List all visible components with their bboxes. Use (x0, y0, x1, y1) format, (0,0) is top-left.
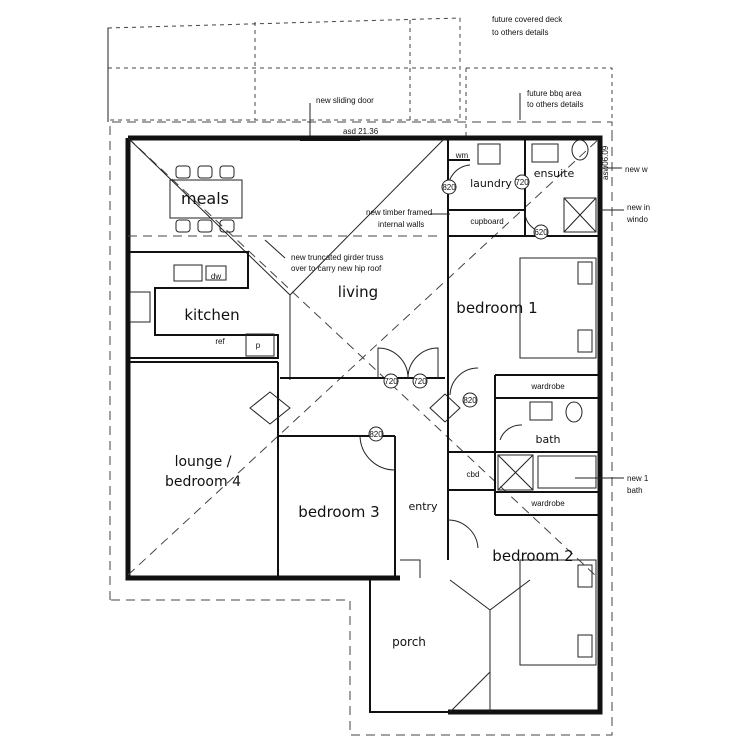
cooktop (129, 291, 151, 323)
room-label-bedroom-3: bedroom 3 (298, 503, 379, 521)
room-label-dw: dw (211, 272, 221, 281)
note-leaders (264, 93, 624, 479)
room-label-bedroom-2: bedroom 2 (492, 547, 573, 565)
room-label-lounge: lounge / (175, 454, 232, 470)
door-tag-laundry: 720 (515, 178, 529, 187)
door-tag-living-left: 720 (384, 377, 398, 386)
bbq-area-outline (465, 67, 613, 136)
note-asd-side: asw06.09 (601, 145, 610, 180)
note-future-deck-2: to others details (492, 28, 548, 37)
note-timber-2: internal walls (378, 220, 424, 229)
room-label-porch: porch (392, 635, 426, 649)
note-bbq-2: to others details (527, 100, 583, 109)
door-tag-ensuite: 620 (534, 228, 548, 237)
room-label-wardrobe-top: wardrobe (530, 382, 565, 391)
room-label-wardrobe-bottom: wardrobe (530, 499, 565, 508)
room-label-living: living (338, 283, 378, 301)
note-new-in-1: new in (627, 203, 650, 212)
ensuite-fixtures (477, 139, 597, 233)
room-label-meals: meals (181, 189, 229, 208)
door-tag-living-right: 720 (413, 377, 427, 386)
bed-bedroom-2 (519, 559, 597, 666)
note-future-deck-1: future covered deck (492, 15, 563, 24)
room-label-bedroom-4: bedroom 4 (165, 474, 241, 490)
note-girder-2: over to carry new hip roof (291, 264, 382, 273)
kitchen-bench (129, 251, 279, 359)
note-new-bath-1: new 1 (627, 474, 649, 483)
room-label-laundry: laundry (470, 177, 512, 190)
room-label-wm: wm (455, 151, 469, 160)
room-label-kitchen: kitchen (184, 306, 239, 324)
room-label-ensuite: ensuite (534, 167, 575, 180)
dishwasher (205, 265, 227, 281)
note-girder-1: new truncated girder truss (291, 253, 384, 262)
exterior-walls (125, 135, 603, 715)
bath-fixtures (497, 401, 597, 491)
note-new-bath-2: bath (627, 486, 643, 495)
note-new-in-2: windo (626, 215, 648, 224)
roof-hip-lines (127, 137, 601, 713)
bed-bedroom-1 (519, 257, 597, 359)
room-label-entry: entry (408, 500, 438, 513)
door-tag-bedroom-1: 820 (463, 396, 477, 405)
door-tag-bedroom-3: 820 (369, 430, 383, 439)
room-label-bedroom-1: bedroom 1 (456, 299, 537, 317)
meals-table (169, 165, 243, 233)
note-asd-top: asd 21.36 (343, 127, 379, 136)
room-label-bath: bath (535, 433, 560, 446)
kitchen-sink (173, 264, 203, 282)
room-label-cbd: cbd (467, 470, 480, 479)
door-tags (368, 174, 549, 442)
hall-walls (249, 391, 461, 425)
note-bbq-1: future bbq area (527, 89, 582, 98)
roof-outline (109, 121, 613, 736)
note-timber-1: new timber framed (366, 208, 432, 217)
room-label-ref: ref (215, 337, 225, 346)
room-label-cupboard: cupboard (470, 217, 503, 226)
pantry-box (245, 333, 275, 357)
note-sliding-door: new sliding door (316, 96, 374, 105)
future-deck-outline (107, 17, 461, 122)
note-new-w: new w (625, 165, 648, 174)
room-label-pantry: p (256, 341, 261, 350)
door-tag-laundry-door: 820 (442, 183, 456, 192)
